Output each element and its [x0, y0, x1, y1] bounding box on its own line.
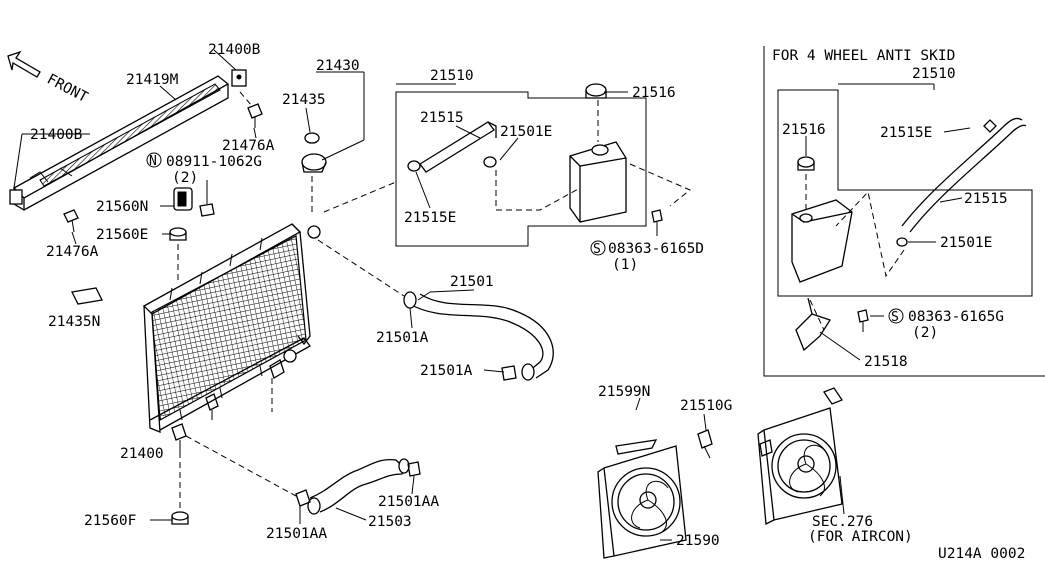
clip-21476a-left	[63, 209, 79, 233]
inset-callout-21501e: 21501E	[940, 235, 992, 251]
front-label: FRONT	[44, 71, 90, 106]
label-21435n	[71, 287, 103, 305]
callout-21501a-a: 21501A	[376, 330, 429, 346]
callout-21400b-top: 21400B	[208, 42, 261, 58]
shroud-bracket-left	[9, 189, 23, 205]
callout-21435: 21435	[282, 92, 326, 108]
radiator-cap	[301, 132, 327, 212]
mount-21560e	[169, 227, 187, 282]
callout-21501e: 21501E	[500, 124, 552, 140]
reservoir-group-box	[323, 83, 691, 247]
callout-21510g: 21510G	[680, 398, 732, 414]
callout-21400b-left: 21400B	[30, 127, 83, 143]
callout-21510: 21510	[430, 68, 474, 84]
callout-21503: 21503	[368, 514, 412, 530]
fan-shroud-aircon	[757, 387, 843, 526]
callout-21515: 21515	[420, 110, 464, 126]
callout-21476a-left: 21476A	[46, 244, 99, 260]
callout-21515e: 21515E	[404, 210, 456, 226]
callout-08363-main-qty: (1)	[612, 257, 638, 273]
callout-21501aa-a: 21501AA	[266, 526, 327, 542]
callout-21435n: 21435N	[48, 314, 100, 330]
fan-shroud-21590	[597, 429, 713, 559]
inset-title: FOR 4 WHEEL ANTI SKID	[772, 48, 955, 64]
upper-hose-21501	[317, 239, 554, 381]
anti-skid-inset	[763, 46, 1045, 377]
callout-21501a-b: 21501A	[420, 363, 473, 379]
svg-text:N: N	[149, 154, 157, 169]
clip-21476a-top	[239, 91, 263, 128]
callout-for-aircon: (FOR AIRCON)	[808, 529, 913, 545]
callout-21501aa-b: 21501AA	[378, 494, 439, 510]
inset-callout-21515: 21515	[964, 191, 1008, 207]
grommet-21560n	[173, 187, 193, 211]
callout-08911-qty: (2)	[172, 170, 198, 186]
inset-callout-21516: 21516	[782, 122, 826, 138]
callout-sec276: SEC.276	[812, 514, 873, 530]
callout-21501: 21501	[450, 274, 494, 290]
svg-text:S: S	[891, 310, 899, 325]
drain-plug-21560f	[171, 511, 189, 525]
callout-21560f: 21560F	[84, 513, 136, 529]
label-21599n	[615, 439, 658, 455]
nut-08911: N	[146, 152, 215, 217]
inset-callout-08363-qty: (2)	[912, 325, 938, 341]
callout-08911: 08911-1062G	[166, 154, 262, 170]
callout-21476a-top: 21476A	[222, 138, 275, 154]
inset-callout-21515e: 21515E	[880, 125, 932, 141]
svg-text:S: S	[593, 242, 601, 257]
inset-callout-21518: 21518	[864, 354, 908, 370]
inset-callout-08363: 08363-6165G	[908, 309, 1004, 325]
lower-hose-21503	[185, 378, 421, 515]
leader-lines	[13, 49, 971, 541]
callout-21560n: 21560N	[96, 199, 148, 215]
inset-callout-21510: 21510	[912, 66, 956, 82]
upper-shroud-seal	[9, 69, 247, 211]
callout-21400: 21400	[120, 446, 164, 462]
callout-21590: 21590	[676, 533, 720, 549]
callout-21430: 21430	[316, 58, 360, 74]
callout-labels: 21400B 21419M 21400B 21476A 08911-1062G …	[30, 42, 1025, 562]
callout-21516: 21516	[632, 85, 676, 101]
callout-21599n: 21599N	[598, 384, 650, 400]
radiator-core	[142, 223, 321, 510]
callout-08363-main: 08363-6165D	[608, 241, 704, 257]
front-direction-arrow: FRONT	[7, 50, 90, 106]
callout-21419m: 21419M	[126, 72, 179, 88]
diagram-code: U214A 0002	[938, 546, 1025, 562]
callout-21560e: 21560E	[96, 227, 148, 243]
